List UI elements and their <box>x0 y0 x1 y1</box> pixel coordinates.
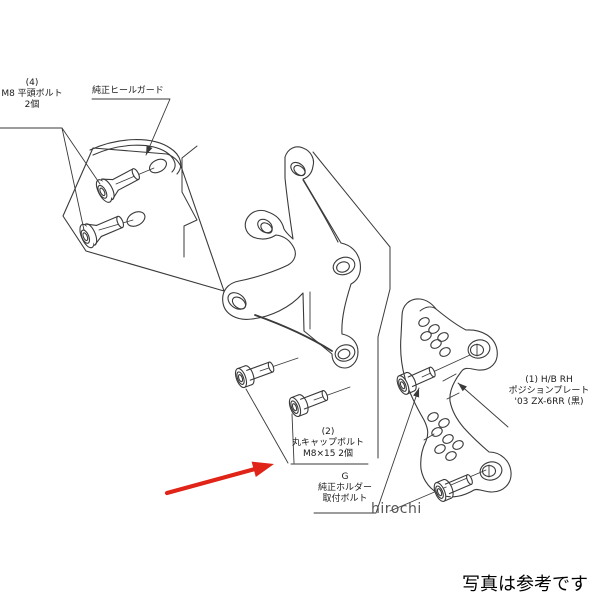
photo-reference-caption: 写真は参考です <box>462 574 588 595</box>
label-position-plate-name: ポジションプレート <box>508 385 590 396</box>
cap-bolt-2 <box>286 384 332 419</box>
holder-bracket <box>222 146 361 369</box>
label-position-plate-qty: (1) H/B RH <box>525 375 573 385</box>
label-position-plate-model: '03 ZX-6RR (黒) <box>514 396 584 407</box>
label-position-plate: (1) H/B RH ポジションプレート '03 ZX-6RR (黒) <box>496 375 600 408</box>
label-cap-bolts: (2) 丸キャップボルト M8×15 2個 <box>276 427 380 460</box>
label-holder-bolt-name: 純正ホルダー <box>317 482 372 493</box>
label-heel-guard-text: 純正ヒールガード <box>92 86 164 96</box>
label-heel-guard: 純正ヒールガード <box>92 86 164 97</box>
plate-hole-cluster-bottom <box>427 412 464 461</box>
label-cap-bolts-name: 丸キャップボルト <box>291 437 364 448</box>
heel-guard-wire <box>89 139 182 175</box>
label-holder-bolt: G 純正ホルダー 取付ボルト <box>298 472 392 505</box>
red-pointer-arrow <box>164 461 274 496</box>
cap-bolt-1 <box>232 356 278 390</box>
label-holder-bolt-name2: 取付ボルト <box>322 493 368 504</box>
label-cap-bolts-qty: (2) <box>321 427 335 437</box>
heel-guard-panel <box>62 147 225 292</box>
label-cap-bolts-spec: M8×15 2個 <box>302 448 354 459</box>
label-flat-head-bolts-count: 2個 <box>24 99 40 110</box>
label-holder-bolt-key: G <box>341 472 349 482</box>
watermark: hirochi <box>371 501 422 517</box>
label-flat-head-bolts: (4) M8 平頭ボルト 2個 <box>0 78 68 111</box>
leader-lines <box>0 98 509 514</box>
label-flat-head-bolts-qty: (4) <box>25 78 39 88</box>
label-flat-head-bolts-name: M8 平頭ボルト <box>1 88 63 99</box>
position-plate <box>400 298 512 498</box>
break-lines <box>181 145 391 459</box>
plate-hole-cluster-top <box>418 317 451 357</box>
